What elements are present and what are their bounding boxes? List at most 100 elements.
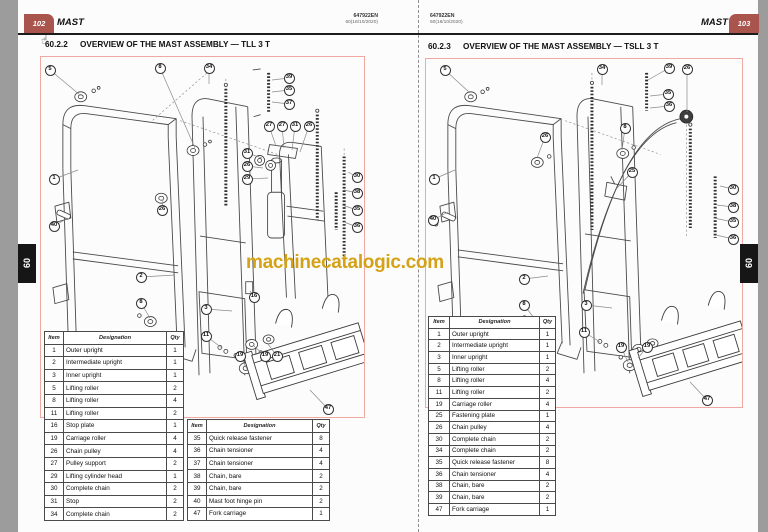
header-title-left: MAST [57, 17, 84, 28]
diagram-frame-left [40, 56, 365, 418]
column-header: Item [44, 331, 64, 345]
column-header: Designation [206, 419, 313, 433]
quantity: 2 [539, 386, 556, 399]
diagram-frame-right [425, 58, 743, 408]
mast-diagram-illustration-tsll [433, 72, 742, 398]
quantity: 1 [539, 351, 556, 364]
column-header: Qty [539, 316, 556, 329]
quantity: 1 [166, 368, 184, 383]
item-number: 8 [44, 393, 64, 408]
section-text: OVERVIEW OF THE MAST ASSEMBLY — TLL 3 T [80, 40, 271, 49]
doc-revision: 60(18/10/2020) [345, 19, 378, 25]
section-title-left: 60.2.2 OVERVIEW OF THE MAST ASSEMBLY — T… [45, 40, 270, 49]
item-number: 30 [428, 432, 450, 446]
designation: Pulley support [63, 456, 167, 471]
quantity: 2 [539, 432, 556, 446]
designation: Stop [63, 494, 167, 509]
designation: Complete chain [449, 444, 540, 458]
doc-number: 647922EN [353, 13, 378, 19]
designation: Stop plate [63, 419, 167, 433]
designation: Fork carriage [449, 503, 540, 516]
designation: Complete chain [449, 432, 540, 446]
item-number: 30 [44, 482, 64, 496]
quantity: 1 [539, 339, 556, 353]
item-number: 26 [44, 444, 64, 458]
chapter-tab-left: 60 [18, 244, 36, 283]
designation: Lifting roller [63, 406, 167, 421]
item-number: 40 [187, 494, 207, 509]
item-number: 3 [44, 368, 64, 383]
designation: Chain tensioner [449, 467, 540, 481]
item-number: 5 [428, 362, 450, 376]
item-number: 34 [428, 444, 450, 458]
item-number: 16 [44, 419, 64, 433]
quantity: 2 [539, 444, 556, 458]
chapter-tab-label: 60 [22, 258, 32, 269]
item-number: 8 [428, 374, 450, 388]
quantity: 2 [166, 381, 184, 395]
designation: Lifting roller [63, 381, 167, 395]
designation: Quick release fastener [449, 456, 540, 469]
designation: Lifting roller [63, 393, 167, 408]
quantity: 4 [539, 421, 556, 434]
designation: Chain tensioner [206, 456, 313, 471]
quantity: 4 [539, 397, 556, 411]
item-number: 37 [187, 456, 207, 471]
watermark: machinecatalogic.com [246, 252, 444, 273]
quantity: 1 [166, 343, 184, 358]
item-number: 36 [428, 467, 450, 481]
quantity: 2 [166, 482, 184, 496]
doc-revision: 60(18/10/2020) [430, 19, 463, 25]
header-rule [18, 33, 758, 35]
quantity: 2 [312, 469, 330, 483]
designation: Mast foot hinge pin [206, 494, 313, 509]
quantity: 4 [539, 374, 556, 388]
section-number: 60.2.3 [428, 42, 451, 51]
item-number: 25 [428, 409, 450, 423]
item-number: 47 [428, 503, 450, 516]
designation: Intermediate upright [63, 356, 167, 370]
item-number: 39 [187, 481, 207, 496]
designation: Lifting roller [449, 386, 540, 399]
page-number-tab-left: 102 [24, 14, 54, 33]
quantity: 1 [539, 409, 556, 423]
item-number: 35 [428, 456, 450, 469]
designation: Fork carriage [206, 507, 313, 521]
section-number: 60.2.2 [45, 40, 68, 49]
quantity: 8 [312, 431, 330, 446]
item-number: 29 [44, 469, 64, 484]
item-number: 1 [428, 327, 450, 341]
doc-number-block-left: 647922EN 60(18/10/2020) [288, 13, 378, 25]
page-fold-line [418, 0, 419, 532]
designation: Carriage roller [449, 397, 540, 411]
designation: Chain pulley [63, 444, 167, 458]
item-number: 35 [187, 431, 207, 446]
item-number: 27 [44, 456, 64, 471]
column-header: Item [428, 316, 450, 329]
header-title-right: MAST [701, 17, 728, 28]
item-number: 11 [428, 386, 450, 399]
column-header: Qty [166, 331, 184, 345]
